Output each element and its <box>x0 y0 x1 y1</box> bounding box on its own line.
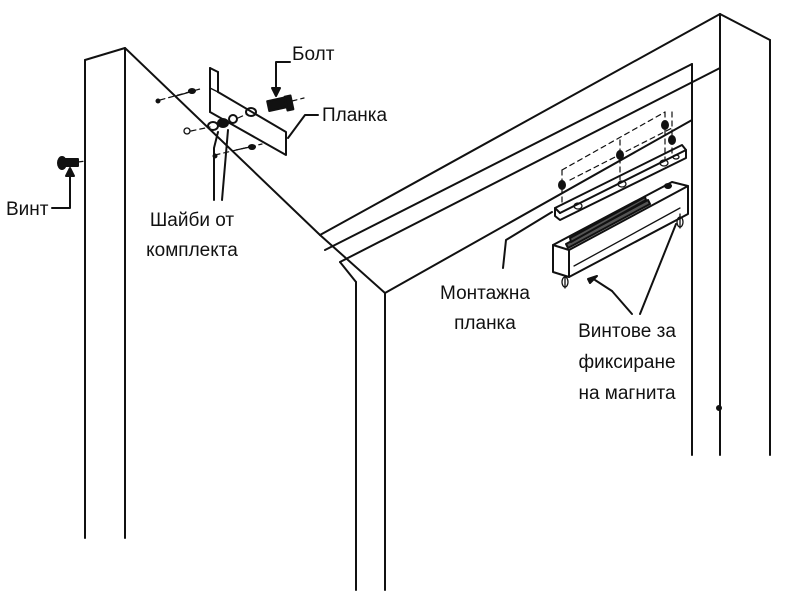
bolt-plate <box>209 67 287 156</box>
label-washers: Шайби от комплекта <box>130 210 254 262</box>
washers <box>183 107 257 135</box>
door-frame-header <box>124 13 771 456</box>
magnet <box>552 181 689 278</box>
label-mounting-plate: Монтажна планка <box>420 283 550 335</box>
label-fixing-line1: Винтове за <box>578 321 676 342</box>
door-frame-jamb <box>355 281 386 591</box>
door-leaf <box>84 47 126 539</box>
magnet-fixing-screws <box>561 213 684 289</box>
label-mounting-line1: Монтажна <box>440 283 530 304</box>
label-fixing-line3: на магнита <box>578 382 676 404</box>
door-screw <box>57 156 87 170</box>
label-bolt: Болт <box>292 44 335 65</box>
mounting-alignment <box>558 111 676 206</box>
label-plate: Планка <box>322 105 388 126</box>
bolt <box>266 94 305 112</box>
label-fixing-line2: фиксиране <box>578 351 676 373</box>
label-fixing-screws: Винтове за фиксиране на магнита <box>552 321 702 405</box>
leader-lines <box>51 61 677 315</box>
label-washers-line2: комплекта <box>146 239 238 261</box>
label-screw: Винт <box>6 199 49 220</box>
label-mounting-line2: планка <box>454 312 516 334</box>
label-washers-line1: Шайби от <box>149 210 235 231</box>
